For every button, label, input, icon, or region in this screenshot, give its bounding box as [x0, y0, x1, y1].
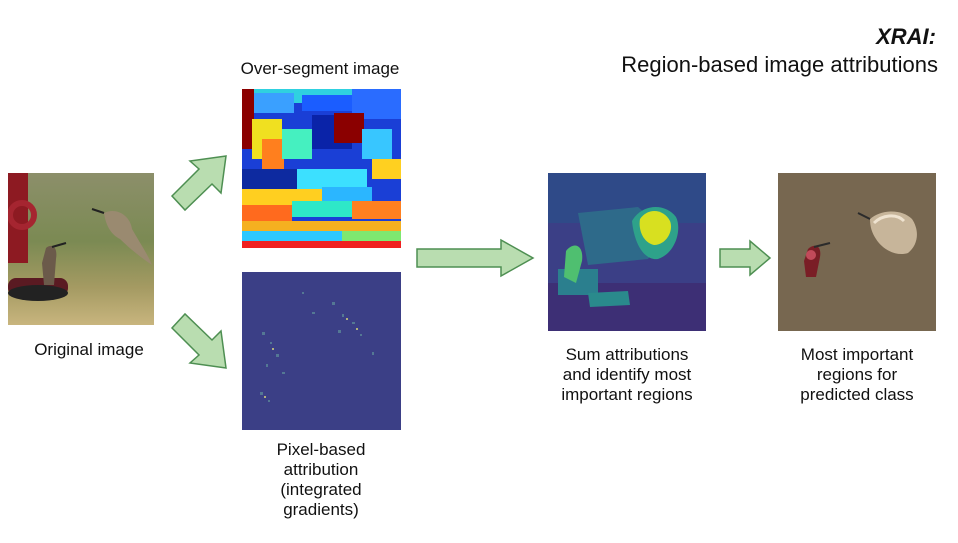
- diagram-title: XRAI:: [876, 24, 936, 49]
- original-image-caption: Original image: [34, 340, 144, 359]
- sum-caption-line-2: and identify most: [562, 365, 692, 384]
- important-caption-line-1: Most important: [800, 345, 914, 364]
- pixel-attribution-caption: Pixel-based attribution (integrated grad…: [230, 440, 412, 520]
- oversegment-caption: Over-segment image: [240, 59, 400, 78]
- oversegment-image: [242, 89, 401, 248]
- sum-caption-line-1: Sum attributions: [565, 345, 689, 364]
- diagram-subtitle: Region-based image attributions: [621, 52, 938, 77]
- important-caption-line-3: predicted class: [800, 385, 914, 404]
- pixel-caption-line-3: (integrated: [280, 480, 362, 499]
- original-image: [8, 173, 154, 325]
- sum-attributions-image: [548, 173, 706, 331]
- sum-caption-line-3: important regions: [561, 385, 693, 404]
- pixel-caption-line-4: gradients): [283, 500, 359, 519]
- important-regions-image: [778, 173, 936, 331]
- arrow-to-sum: [416, 238, 535, 278]
- arrow-to-pixel-attribution: [170, 312, 227, 369]
- sum-attributions-caption: Sum attributions and identify most impor…: [532, 345, 722, 405]
- pixel-attribution-image: [242, 272, 401, 430]
- important-regions-caption: Most important regions for predicted cla…: [760, 345, 954, 405]
- important-caption-line-2: regions for: [816, 365, 898, 384]
- pixel-caption-line-2: attribution: [283, 460, 359, 479]
- pixel-caption-line-1: Pixel-based: [276, 440, 366, 459]
- arrow-to-oversegment: [170, 155, 227, 212]
- arrow-to-important-regions: [719, 239, 772, 277]
